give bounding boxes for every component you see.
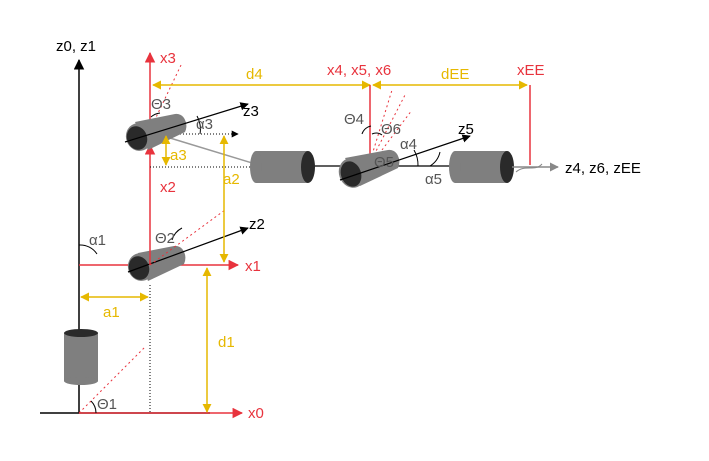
label-d1: d1 [218, 334, 235, 351]
label-theta5: Θ5 [374, 154, 394, 171]
theta3-dash [149, 62, 183, 131]
alpha3-arc [196, 115, 201, 135]
zee-twist [515, 163, 543, 173]
theta1-arc [90, 400, 97, 414]
label-alpha1: α1 [89, 232, 106, 249]
theta1-dash [78, 346, 146, 414]
label-z3: z3 [243, 103, 259, 120]
label-x1: x1 [245, 258, 261, 275]
label-z2: z2 [249, 216, 265, 233]
link3-to-joint4 [169, 137, 263, 167]
theta2-arc [171, 227, 183, 241]
label-x4-x5-x6: x4, x5, x6 [327, 62, 391, 79]
joint5-cylinder [338, 149, 400, 188]
label-x0: x0 [248, 405, 264, 422]
theta4-arc [361, 125, 372, 135]
base-joint [64, 329, 98, 385]
theta-dash-2 [373, 94, 406, 156]
z3-axis [124, 102, 249, 143]
joint2-cylinder [127, 245, 186, 281]
theta-dash-3 [375, 109, 413, 159]
theta2-dash [149, 209, 226, 266]
z5-axis [339, 134, 471, 181]
label-theta3: Θ3 [151, 96, 171, 113]
alpha5-arc [429, 151, 441, 167]
label-theta1: Θ1 [97, 396, 117, 413]
label-xee: xEE [517, 62, 545, 79]
label-alpha3: α3 [196, 116, 213, 133]
label-alpha5: α5 [425, 171, 442, 188]
label-d4: d4 [246, 66, 263, 83]
label-z0-z1: z0, z1 [56, 38, 96, 55]
label-a1: a1 [103, 304, 120, 321]
label-x2: x2 [160, 179, 176, 196]
theta6-arc [371, 132, 383, 136]
alpha1-arc [78, 244, 98, 255]
joint6-cylinder [449, 151, 514, 183]
joint4-cylinder [250, 151, 315, 183]
label-theta2: Θ2 [155, 230, 175, 247]
label-z5: z5 [458, 121, 474, 138]
label-theta6: Θ6 [381, 121, 401, 138]
label-alpha4: α4 [400, 136, 417, 153]
label-x3: x3 [160, 50, 176, 67]
theta-dash-1 [371, 89, 393, 156]
label-dee: dEE [441, 66, 469, 83]
label-z4-z6-zee: z4, z6, zEE [565, 160, 641, 177]
label-theta4: Θ4 [344, 111, 364, 128]
label-a3: a3 [170, 147, 187, 164]
alpha4-arc [413, 149, 419, 167]
theta3-arc [150, 112, 161, 118]
label-a2: a2 [223, 171, 240, 188]
